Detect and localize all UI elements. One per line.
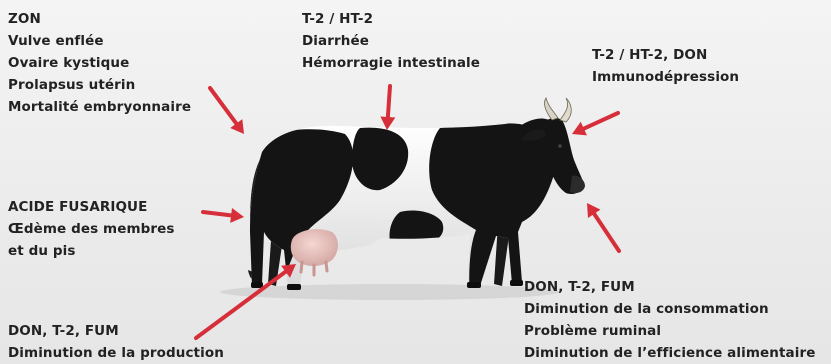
label-acide-fusarique: ACIDE FUSARIQUE Œdème des membres et du … (8, 196, 175, 262)
label-don-t2-fum-consommation-line: Diminution de la consommation (524, 298, 815, 320)
label-acide-fusarique-line: et du pis (8, 240, 175, 262)
label-t2-ht2-don-line: Immunodépression (592, 66, 739, 88)
label-zon-title: ZON (8, 8, 191, 30)
label-don-t2-fum-production-line: Diminution de la production (8, 342, 224, 364)
cow-muzzle (570, 176, 585, 194)
label-zon-line: Vulve enflée (8, 30, 191, 52)
cow-horn-right (560, 98, 571, 122)
arrow-t2-ht2-don-shaft (583, 113, 618, 129)
label-don-t2-fum-consommation-line: Diminution de l’efficience alimentaire (524, 342, 815, 364)
arrow-don-t2-fum-consommation (587, 203, 619, 251)
label-t2-ht2-don: T-2 / HT-2, DON Immunodépression (592, 44, 739, 88)
arrow-zon-shaft (210, 88, 237, 124)
arrow-t2-ht2 (380, 86, 395, 130)
label-don-t2-fum-consommation-line: Problème ruminal (524, 320, 815, 342)
label-zon: ZON Vulve enflée Ovaire kystique Prolaps… (8, 8, 191, 118)
arrow-acide-fusarique-shaft (203, 212, 232, 216)
label-t2-ht2-title: T-2 / HT-2 (302, 8, 480, 30)
label-don-t2-fum-production-title: DON, T-2, FUM (8, 320, 224, 342)
label-don-t2-fum-production: DON, T-2, FUM Diminution de la productio… (8, 320, 224, 364)
label-zon-line: Prolapsus utérin (8, 74, 191, 96)
cow-eye (558, 144, 562, 148)
arrow-acide-fusarique-head (230, 208, 244, 223)
label-acide-fusarique-title: ACIDE FUSARIQUE (8, 196, 175, 218)
label-don-t2-fum-consommation: DON, T-2, FUM Diminution de la consommat… (524, 276, 815, 364)
arrow-t2-ht2-shaft (388, 86, 390, 118)
label-t2-ht2-don-title: T-2 / HT-2, DON (592, 44, 739, 66)
label-t2-ht2: T-2 / HT-2 Diarrhée Hémorragie intestina… (302, 8, 480, 74)
arrow-acide-fusarique (203, 208, 244, 223)
label-zon-line: Mortalité embryonnaire (8, 96, 191, 118)
label-t2-ht2-line: Hémorragie intestinale (302, 52, 480, 74)
label-don-t2-fum-consommation-title: DON, T-2, FUM (524, 276, 815, 298)
cow-udder (291, 229, 338, 266)
label-zon-line: Ovaire kystique (8, 52, 191, 74)
cow-shadow (220, 284, 560, 300)
cow-illustration (220, 98, 585, 300)
arrow-zon (210, 88, 244, 134)
arrow-t2-ht2-don (572, 113, 618, 135)
label-t2-ht2-line: Diarrhée (302, 30, 480, 52)
label-acide-fusarique-line: Œdème des membres (8, 218, 175, 240)
arrow-don-t2-fum-consommation-shaft (594, 213, 619, 251)
cow-horn-left (544, 98, 558, 120)
